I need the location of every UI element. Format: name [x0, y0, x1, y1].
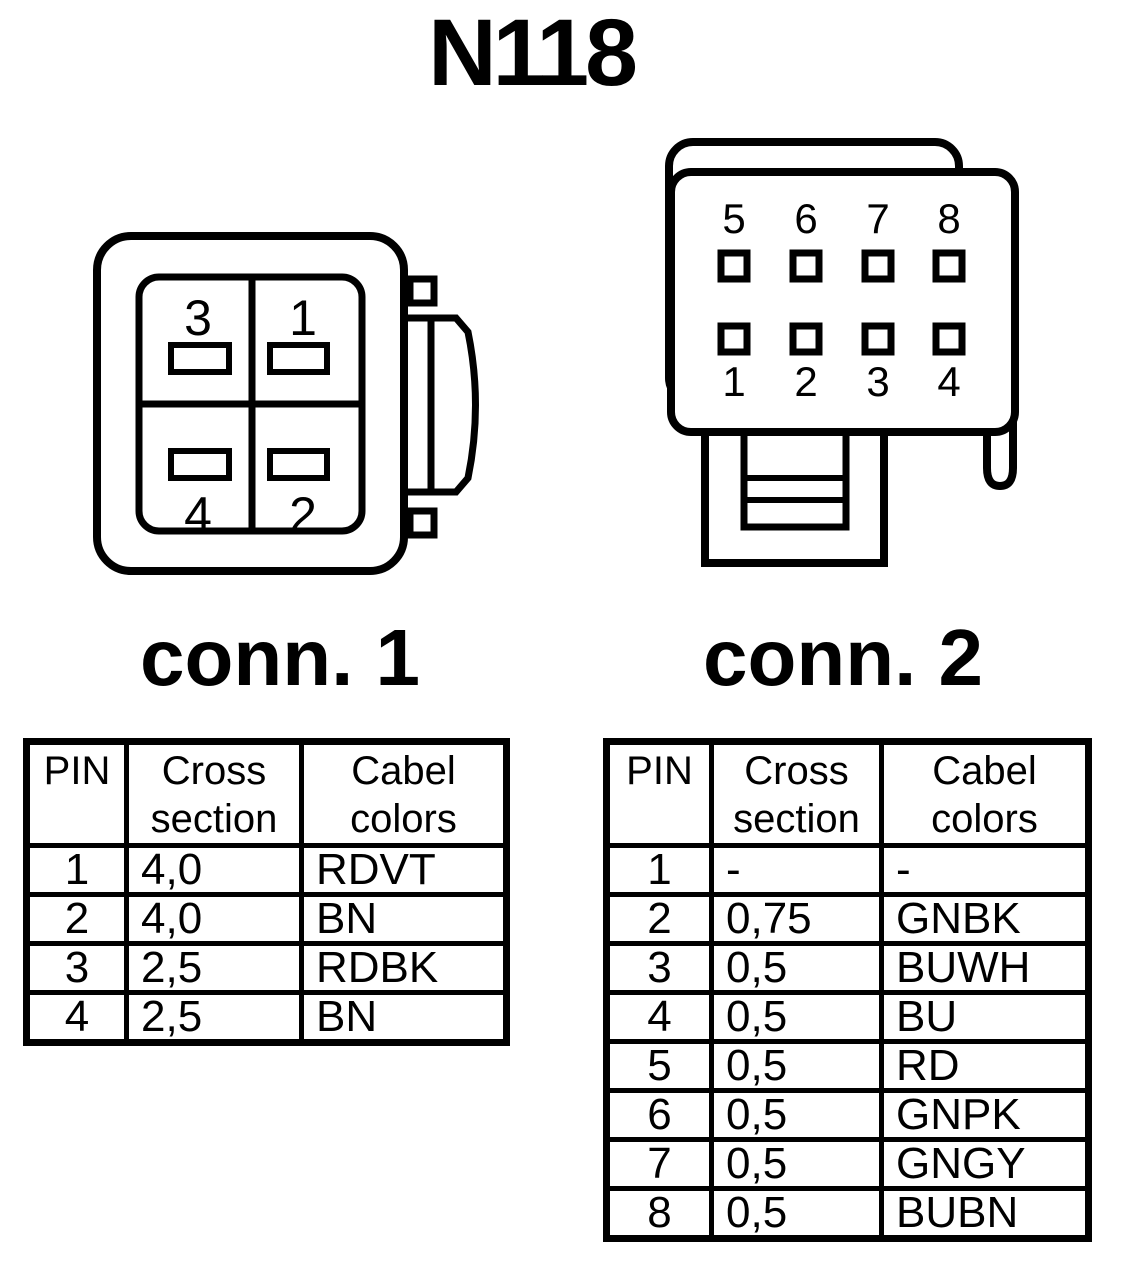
pin-cavity-8 — [932, 249, 966, 283]
pin-cavity-5 — [717, 249, 751, 283]
cable-color-cell: RD — [879, 1039, 1091, 1093]
cross-section-cell: 2,5 — [124, 990, 304, 1045]
conn1-pin-label-bottom-right: 2 — [289, 487, 317, 543]
cable-color-cell: BUBN — [879, 1186, 1091, 1241]
connector2-drawing — [665, 138, 1019, 567]
connector2-housing — [667, 168, 1019, 436]
cross-section-cell: 0,5 — [709, 941, 884, 995]
pin-cavity-1 — [717, 322, 751, 356]
conn2-pin-label-1: 1 — [722, 358, 746, 405]
cable-color-cell: GNBK — [879, 892, 1091, 946]
pin-cell: 4 — [604, 990, 714, 1044]
cross-section-cell: 0,5 — [709, 990, 884, 1044]
cross-section-cell: - — [709, 843, 884, 897]
pin-slot-1 — [267, 342, 330, 375]
cross-section-cell: 2,5 — [124, 941, 304, 995]
cross-section-cell: 4,0 — [124, 843, 304, 897]
pin-cell: 6 — [604, 1088, 714, 1142]
pin-cavity-3 — [861, 322, 895, 356]
conn1-pin-label-bottom-left: 4 — [184, 487, 212, 543]
pin-cell: 2 — [604, 892, 714, 946]
connector1-caption: conn. 1 — [139, 613, 421, 702]
pin-cell: 3 — [604, 941, 714, 995]
cross-section-cell: 0,75 — [709, 892, 884, 946]
column-header: Cabel colors — [879, 739, 1091, 848]
bottom-tab-latch — [740, 416, 850, 531]
column-header: Cabel colors — [299, 739, 509, 848]
pin-cell: 2 — [24, 892, 129, 946]
column-header: Cross section — [124, 739, 304, 848]
conn2-pin-label-2: 2 — [794, 358, 818, 405]
connector2-side-leg — [983, 420, 1017, 491]
conn2-pin-label-8: 8 — [937, 195, 961, 242]
pin-slot-2 — [267, 448, 330, 481]
cross-section-cell: 0,5 — [709, 1088, 884, 1142]
column-header: PIN — [604, 739, 714, 848]
pin-cavity-2 — [789, 322, 823, 356]
conn2-pin-label-6: 6 — [794, 195, 818, 242]
latch-tab-bottom — [406, 507, 438, 539]
pin-cell: 3 — [24, 941, 129, 995]
pin-cell: 1 — [604, 843, 714, 897]
cable-color-cell: - — [879, 843, 1091, 897]
cable-color-cell: BUWH — [879, 941, 1091, 995]
cross-section-cell: 0,5 — [709, 1137, 884, 1191]
column-header: Cross section — [709, 739, 884, 848]
connector1-cavity-frame — [135, 273, 366, 535]
cable-color-cell: BN — [299, 990, 509, 1045]
pin-cavity-4 — [932, 322, 966, 356]
pin-cavity-6 — [789, 249, 823, 283]
device-title: N118 — [428, 0, 638, 106]
cable-color-cell: RDVT — [299, 843, 509, 897]
cable-color-cell: RDBK — [299, 941, 509, 995]
pin-cavity-7 — [861, 249, 895, 283]
pin-slot-4 — [168, 448, 232, 481]
pin-cell: 8 — [604, 1186, 714, 1241]
cross-section-cell: 4,0 — [124, 892, 304, 946]
cable-color-cell: BN — [299, 892, 509, 946]
connector2-caption: conn. 2 — [702, 613, 984, 702]
conn2-pin-label-7: 7 — [866, 195, 890, 242]
column-header: PIN — [24, 739, 129, 848]
pin-cell: 4 — [24, 990, 129, 1045]
latch-tab-top — [406, 275, 438, 307]
table-row: 1-- — [604, 843, 1091, 897]
conn2-pin-label-3: 3 — [866, 358, 890, 405]
cable-color-cell: BU — [879, 990, 1091, 1044]
pin-cell: 7 — [604, 1137, 714, 1191]
conn1-pin-label-top-right: 1 — [289, 290, 317, 346]
pin-cell: 1 — [24, 843, 129, 897]
conn1-pin-label-top-left: 3 — [184, 290, 212, 346]
pin-cell: 5 — [604, 1039, 714, 1093]
cross-section-cell: 0,5 — [709, 1186, 884, 1241]
pin-slot-3 — [168, 342, 232, 375]
latch-bow — [406, 314, 479, 496]
conn2-pin-label-5: 5 — [722, 195, 746, 242]
connector1-drawing — [93, 232, 479, 575]
cable-color-cell: GNPK — [879, 1088, 1091, 1142]
connector1-latch — [406, 275, 479, 539]
conn2-pin-label-4: 4 — [937, 358, 961, 405]
cross-section-cell: 0,5 — [709, 1039, 884, 1093]
cable-color-cell: GNGY — [879, 1137, 1091, 1191]
